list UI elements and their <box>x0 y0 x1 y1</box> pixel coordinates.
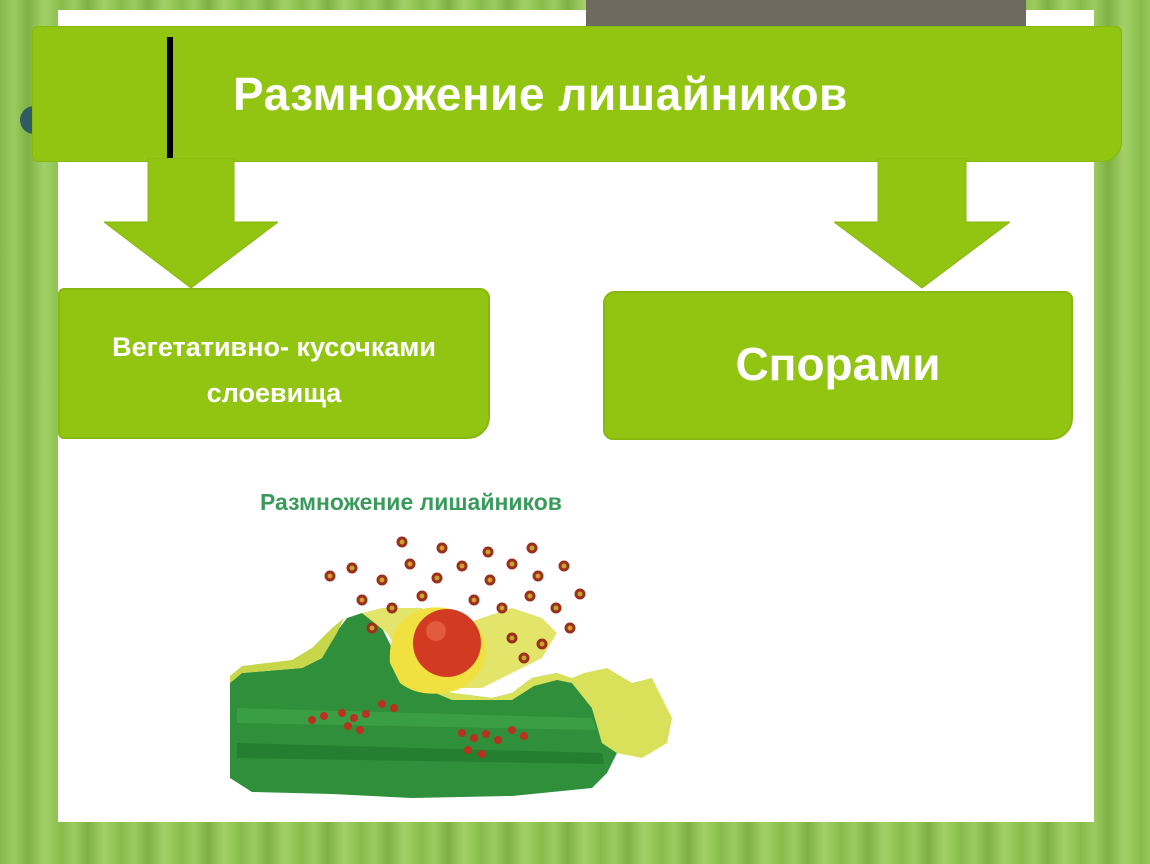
spore-reproduction-label: Спорами <box>735 338 941 390</box>
arrow-down-left-icon <box>104 158 278 289</box>
illustration-caption: Размножение лишайников <box>260 489 562 515</box>
arrow-down-right-icon <box>834 158 1010 289</box>
spore-reproduction-box: Спорами <box>603 291 1073 440</box>
vegetative-reproduction-label: Вегетативно- кусочками слоевища <box>60 324 488 416</box>
vegetative-reproduction-box: Вегетативно- кусочками слоевища <box>58 288 490 439</box>
vegetative-label-line1: Вегетативно- кусочками <box>112 332 436 362</box>
vegetative-label-line2: слоевища <box>206 378 342 408</box>
title-banner: Размножение лишайников <box>32 26 1122 162</box>
lichen-cross-section-illustration <box>230 536 672 798</box>
top-dark-bar <box>586 0 1026 26</box>
title-divider-line <box>167 37 173 202</box>
page-title: Размножение лишайников <box>233 68 848 120</box>
